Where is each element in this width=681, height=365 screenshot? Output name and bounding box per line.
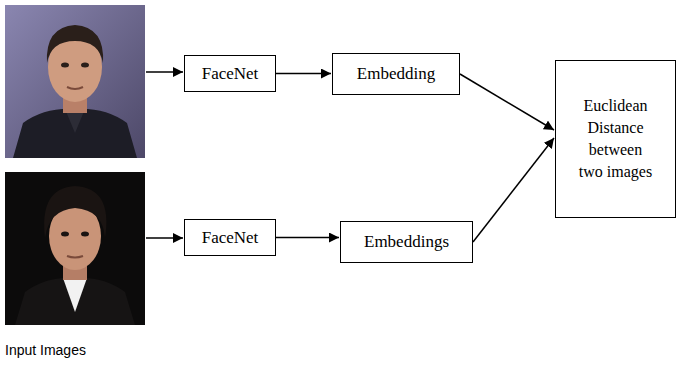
photo-background [5,5,145,158]
process-box: Embedding [332,53,460,95]
jacket [13,109,137,158]
hair [47,25,103,63]
jacket [15,278,135,325]
face-photo [5,172,145,325]
box-text: Embedding [357,63,435,84]
flow-arrow [276,73,331,75]
input-arrow [146,237,183,239]
face-photo [5,5,145,158]
box-text: FaceNet [202,227,259,248]
caption-label: Input Images [5,342,86,358]
box-text: Embeddings [364,231,449,252]
input-arrow [146,71,183,73]
eye [81,232,89,237]
flow-arrow [473,138,554,242]
connector-layer [276,74,554,243]
eye [81,63,89,68]
box-text: FaceNet [202,63,259,84]
photo-background [5,172,145,325]
shirt [63,278,87,312]
mouth [67,256,83,258]
hair [44,186,106,238]
flow-arrow [276,237,339,239]
box-text: Euclidean Distance between two images [579,95,653,183]
process-box: FaceNet [184,219,276,256]
process-box: FaceNet [184,55,276,92]
eye [61,63,69,68]
process-box: Embeddings [340,221,473,263]
eye [61,232,69,237]
mouth [67,87,83,89]
flow-arrow [460,74,554,130]
process-box: Euclidean Distance between two images [555,60,676,218]
